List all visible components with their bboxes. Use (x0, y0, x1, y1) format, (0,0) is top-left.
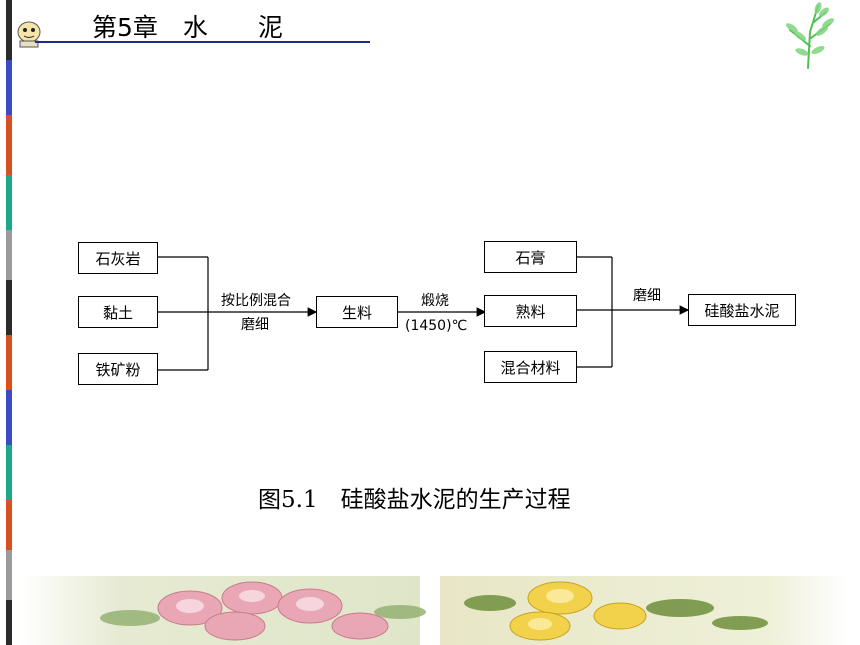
step2-label-bottom: (1450)℃ (405, 318, 468, 334)
box-clay: 黏土 (78, 296, 158, 328)
figure-caption: 图5.1 硅酸盐水泥的生产过程 (258, 487, 571, 513)
step1-label-bottom: 磨细 (241, 317, 269, 333)
box-admixture: 混合材料 (484, 351, 577, 383)
flower-banner-image (20, 576, 850, 645)
title-underline (35, 41, 370, 43)
step1-label-top: 按比例混合 (221, 293, 291, 309)
box-label: 硅酸盐水泥 (704, 301, 780, 320)
box-gypsum: 石膏 (484, 241, 577, 273)
box-label: 石膏 (515, 248, 546, 267)
box-portland-cement: 硅酸盐水泥 (688, 294, 796, 326)
box-limestone: 石灰岩 (78, 242, 158, 274)
box-label: 石灰岩 (95, 249, 141, 268)
box-label: 混合材料 (500, 358, 561, 377)
box-label: 黏土 (102, 303, 133, 322)
box-label: 熟料 (515, 302, 546, 321)
mascot-icon (17, 21, 41, 48)
box-label: 生料 (341, 303, 372, 322)
page-title: 第5章 水 泥 (92, 13, 283, 42)
step2-label-top: 煅烧 (421, 293, 449, 309)
box-label: 铁矿粉 (95, 360, 141, 379)
left-decorative-bar (0, 0, 14, 645)
box-raw-meal: 生料 (316, 296, 398, 328)
leaf-icon (786, 2, 834, 69)
step3-label: 磨细 (633, 288, 661, 304)
box-iron-ore: 铁矿粉 (78, 353, 158, 385)
box-clinker: 熟料 (484, 295, 577, 327)
